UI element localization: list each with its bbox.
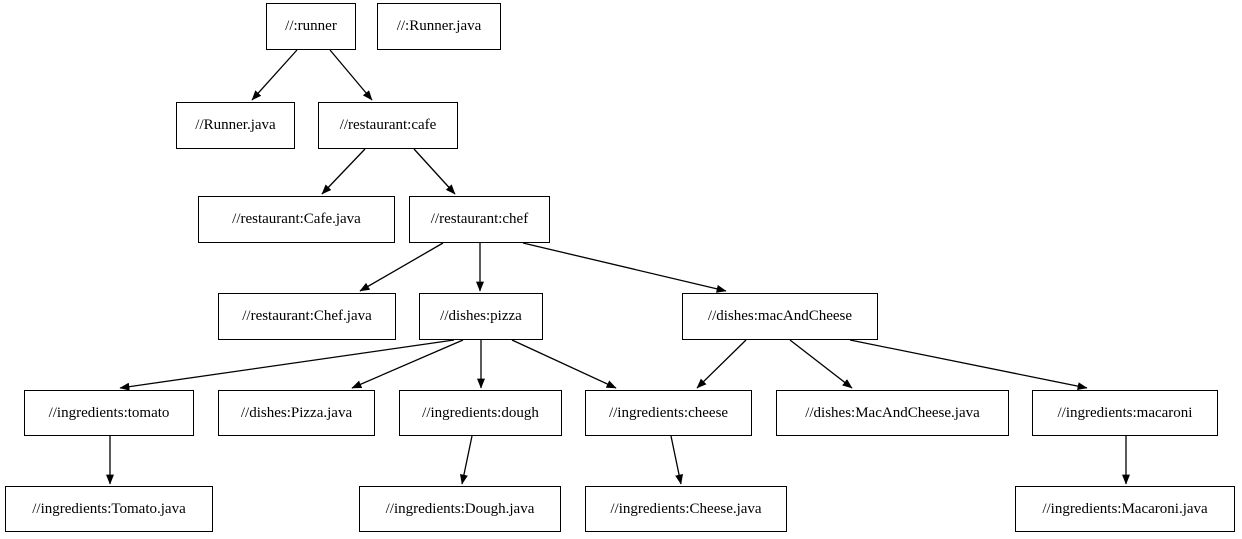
graph-node-tomato_java[interactable]: //ingredients:Tomato.java (5, 486, 213, 532)
graph-node-label: //ingredients:dough (422, 404, 539, 421)
graph-node-label: //:Runner.java (396, 18, 482, 34)
graph-node-label: //restaurant:cafe (339, 117, 437, 133)
graph-node-label: //restaurant:Cafe.java (232, 211, 361, 227)
graph-node-ing_dough[interactable]: //ingredients:dough (399, 390, 562, 436)
graph-node-label: //ingredients:Dough.java (385, 500, 535, 517)
graph-node-label: //dishes:MacAndCheese.java (805, 404, 980, 421)
graph-node-chef_java[interactable]: //restaurant:Chef.java (218, 293, 396, 340)
graph-node-label: //ingredients:macaroni (1057, 404, 1193, 421)
graph-node-dishes_pizza[interactable]: //dishes:pizza (419, 293, 543, 340)
graph-node-label: //ingredients:Macaroni.java (1042, 500, 1208, 517)
graph-node-label: //ingredients:Tomato.java (32, 500, 186, 517)
graph-node-label: //restaurant:chef (430, 211, 529, 227)
graph-node-label: //ingredients:cheese (608, 404, 729, 421)
graph-node-label: //ingredients:Cheese.java (610, 500, 762, 517)
graph-node-runner_java_root[interactable]: //:Runner.java (377, 3, 501, 50)
graph-node-pizza_java[interactable]: //dishes:Pizza.java (218, 390, 375, 436)
graph-node-ing_tomato[interactable]: //ingredients:tomato (24, 390, 194, 436)
graph-node-cheese_java[interactable]: //ingredients:Cheese.java (585, 486, 787, 532)
graph-node-restaurant_chef[interactable]: //restaurant:chef (409, 196, 550, 243)
graph-node-runner[interactable]: //:runner (266, 3, 356, 50)
graph-node-runner_java[interactable]: //Runner.java (176, 102, 295, 149)
graph-node-restaurant_cafe[interactable]: //restaurant:cafe (318, 102, 458, 149)
graph-node-label: //dishes:Pizza.java (240, 404, 353, 421)
graph-node-macaroni_java[interactable]: //ingredients:Macaroni.java (1015, 486, 1235, 532)
graph-node-cafe_java[interactable]: //restaurant:Cafe.java (198, 196, 395, 243)
graph-node-dough_java[interactable]: //ingredients:Dough.java (359, 486, 561, 532)
graph-node-ing_cheese[interactable]: //ingredients:cheese (585, 390, 752, 436)
graph-node-label: //ingredients:tomato (48, 404, 170, 421)
graph-node-label: //dishes:pizza (440, 308, 522, 324)
graph-node-label: //dishes:macAndCheese (707, 308, 853, 324)
graph-node-label: //restaurant:Chef.java (242, 308, 372, 324)
graph-node-mac_java[interactable]: //dishes:MacAndCheese.java (776, 390, 1009, 436)
graph-node-label: //:runner (285, 18, 337, 34)
graph-node-label: //Runner.java (195, 117, 276, 133)
graph-node-dishes_mac[interactable]: //dishes:macAndCheese (682, 293, 878, 340)
graph-node-ing_macaroni[interactable]: //ingredients:macaroni (1032, 390, 1218, 436)
